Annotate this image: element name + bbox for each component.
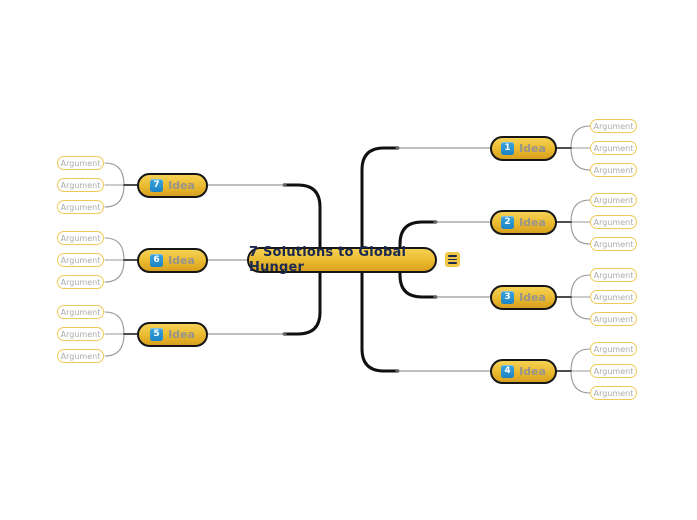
branch-line [282, 258, 322, 336]
idea-number-badge: 6 [150, 253, 164, 267]
argument-line [570, 199, 591, 223]
idea-label: Idea [519, 141, 546, 155]
argument-line [104, 237, 125, 261]
argument-node[interactable]: Argument [57, 178, 104, 192]
branch-line [282, 183, 322, 262]
argument-line [104, 184, 125, 208]
idea-label: Idea [519, 290, 546, 304]
idea-label: Idea [519, 215, 546, 229]
branch-line [398, 220, 438, 262]
argument-line [104, 333, 125, 357]
argument-node[interactable]: Argument [590, 215, 637, 229]
idea-number-badge: 3 [501, 290, 515, 304]
idea-label: Idea [519, 364, 546, 378]
argument-line [570, 125, 591, 149]
argument-line [104, 162, 125, 186]
argument-line [570, 348, 591, 372]
argument-line [104, 311, 125, 335]
idea-number-badge: 2 [501, 215, 515, 229]
argument-node[interactable]: Argument [590, 342, 637, 356]
idea-node-1[interactable]: 1 Idea [490, 135, 557, 161]
argument-node[interactable]: Argument [590, 386, 637, 400]
central-topic-title: 7 Solutions to Global Hunger [249, 245, 407, 275]
argument-node[interactable]: Argument [57, 253, 104, 267]
idea-node-6[interactable]: 6 Idea [137, 247, 208, 273]
argument-node[interactable]: Argument [590, 119, 637, 133]
idea-number-badge: 5 [150, 327, 164, 341]
argument-node[interactable]: Argument [590, 193, 637, 207]
argument-node[interactable]: Argument [57, 327, 104, 341]
argument-node[interactable]: Argument [590, 268, 637, 282]
hamburger-icon[interactable] [445, 252, 460, 267]
branch-line [360, 146, 400, 262]
argument-node[interactable]: Argument [590, 312, 637, 326]
branch-line [360, 258, 400, 373]
argument-node[interactable]: Argument [590, 141, 637, 155]
argument-line [570, 296, 591, 320]
argument-node[interactable]: Argument [590, 364, 637, 378]
branch-line [398, 258, 438, 299]
idea-node-7[interactable]: 7 Idea [137, 172, 208, 198]
idea-node-2[interactable]: 2 Idea [490, 209, 557, 235]
argument-line [570, 274, 591, 298]
argument-node[interactable]: Argument [57, 231, 104, 245]
idea-node-5[interactable]: 5 Idea [137, 321, 208, 347]
argument-node[interactable]: Argument [590, 290, 637, 304]
argument-line [570, 147, 591, 171]
argument-node[interactable]: Argument [57, 305, 104, 319]
argument-node[interactable]: Argument [590, 163, 637, 177]
idea-node-3[interactable]: 3 Idea [490, 284, 557, 310]
idea-label: Idea [168, 178, 195, 192]
idea-number-badge: 1 [501, 141, 515, 155]
argument-line [570, 370, 591, 394]
central-topic-node[interactable]: 7 Solutions to Global Hunger [247, 245, 437, 275]
argument-line [104, 259, 125, 283]
idea-node-4[interactable]: 4 Idea [490, 358, 557, 384]
argument-node[interactable]: Argument [57, 156, 104, 170]
idea-number-badge: 4 [501, 364, 515, 378]
argument-node[interactable]: Argument [57, 275, 104, 289]
idea-label: Idea [168, 327, 195, 341]
argument-line [570, 221, 591, 245]
argument-node[interactable]: Argument [57, 200, 104, 214]
argument-node[interactable]: Argument [57, 349, 104, 363]
argument-node[interactable]: Argument [590, 237, 637, 251]
idea-label: Idea [168, 253, 195, 267]
idea-number-badge: 7 [150, 178, 164, 192]
